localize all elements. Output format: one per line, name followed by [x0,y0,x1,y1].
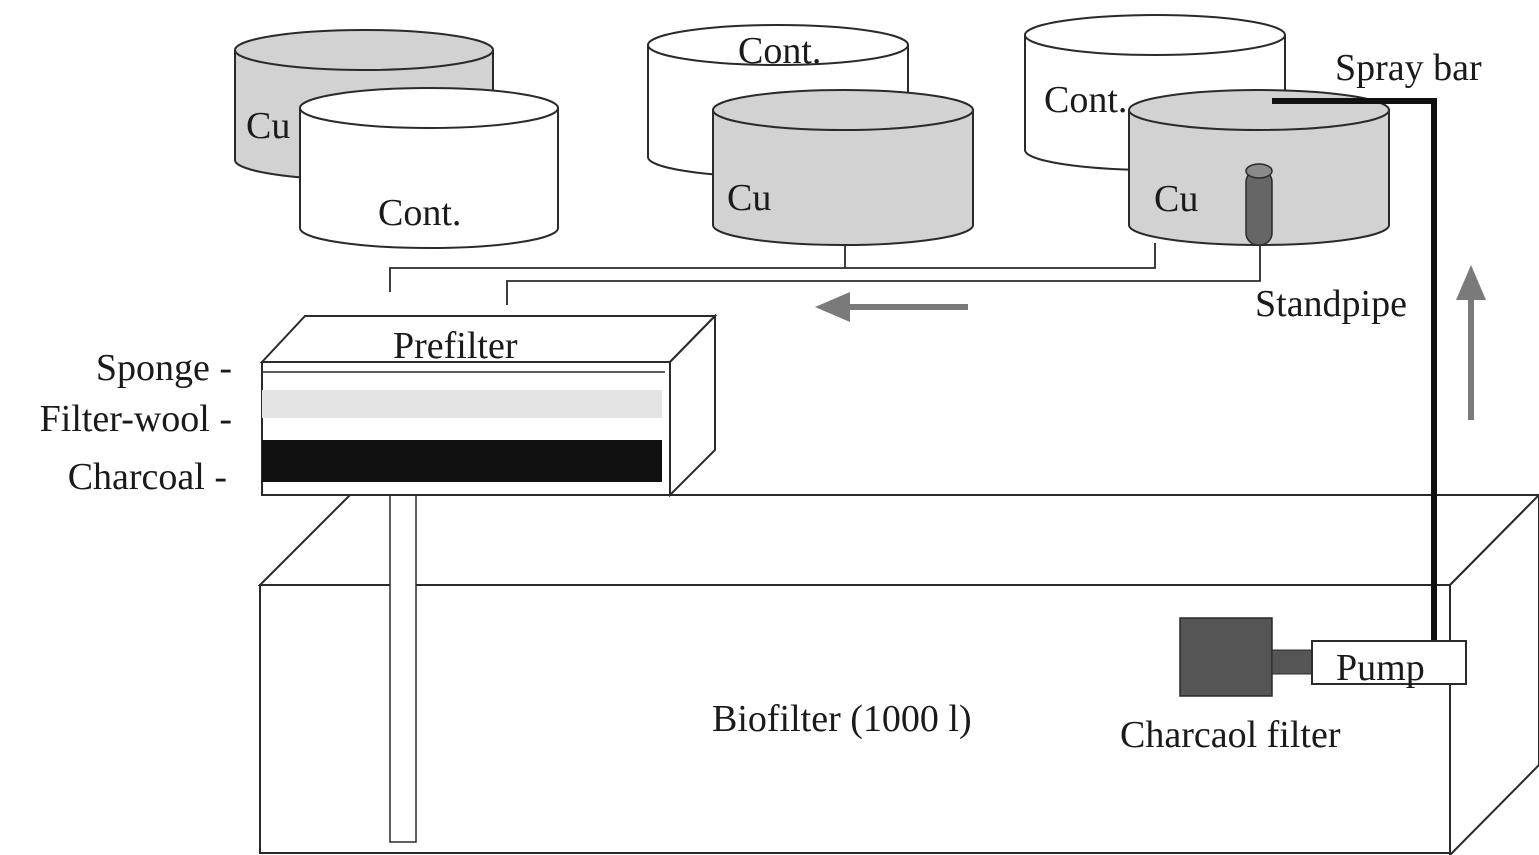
tank-3-back-label: Cont. [1044,79,1127,121]
pump-flow-arrow [1456,265,1486,420]
return-pipe-outer [389,243,1156,292]
charcoal-filter-label: Charcaol filter [1120,714,1341,756]
return-pipe-inner [506,245,1261,305]
prefilter-box [259,313,718,498]
tank-1-front-label: Cont. [378,192,461,234]
sponge-label: Sponge - [96,347,232,389]
tank-1-back-label: Cu [246,105,290,147]
tank-3-front-label: Cu [1154,178,1198,220]
tank-1-front [299,87,559,249]
pump-label: Pump [1336,647,1425,689]
spray-bar-label: Spray bar [1335,47,1482,89]
filter-wool-layer [262,390,662,418]
biofilter-label: Biofilter (1000 l) [712,698,972,740]
return-pipes [389,243,1261,305]
charcoal-filter [1179,617,1273,697]
charcoal-layer [262,440,662,482]
return-flow-arrow [815,292,968,322]
biofilter-top-face [257,494,1539,586]
prefilter-label: Prefilter [393,325,518,367]
charcoal-label: Charcoal - [68,456,227,498]
tank-group-1 [234,29,559,249]
tank-2-back-label: Cont. [738,30,821,72]
standpipe [1245,163,1273,246]
pump [1311,640,1467,685]
tank-group-3 [1024,14,1390,246]
standpipe-label: Standpipe [1255,283,1407,325]
drain-pipe [389,494,417,843]
tank-2-front [712,89,974,246]
spray-bar-pipe [1272,98,1437,652]
tank-2-front-label: Cu [727,177,771,219]
tank-group-2 [647,24,974,246]
pump-connector [1271,649,1313,675]
filter-wool-label: Filter-wool - [40,398,232,440]
